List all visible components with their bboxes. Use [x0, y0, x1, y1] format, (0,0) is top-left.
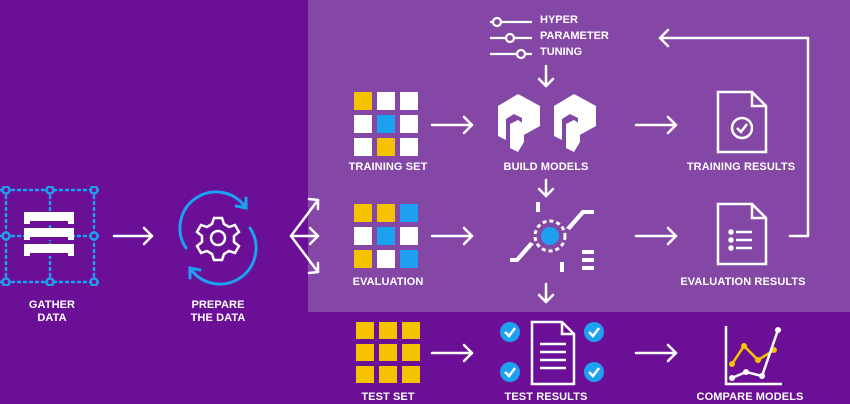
gather-label-line1: GATHER — [28, 299, 76, 311]
sliders-icon — [490, 16, 532, 60]
arrow-tuning-down — [537, 64, 555, 88]
training-grid-icon — [354, 92, 418, 156]
arrow-training-set-to-build — [430, 115, 474, 135]
gear-cycle-icon — [178, 190, 258, 286]
arrow-split — [289, 197, 320, 275]
compare-models-label: COMPARE MODELS — [696, 391, 804, 403]
prepare-label-line1: PREPARE — [191, 299, 245, 311]
evaluation-label: EVALUATION — [352, 276, 424, 288]
feedback-loop-arrow — [658, 28, 810, 238]
test-set-label: TEST SET — [361, 391, 415, 403]
test-results-label: TEST RESULTS — [504, 391, 588, 403]
arrow-hub-down — [537, 282, 555, 304]
gather-label-line2: DATA — [37, 312, 67, 324]
arrow-gather-to-prepare — [112, 226, 154, 246]
arrow-results-to-compare — [634, 343, 678, 363]
models-icon — [498, 94, 596, 152]
test-results-icon — [500, 320, 604, 386]
arrow-hub-to-evaluation-results — [634, 226, 678, 246]
arrow-evaluation-to-hub — [430, 226, 474, 246]
evaluation-hub-icon — [510, 202, 594, 272]
document-list-icon — [716, 202, 768, 266]
training-results-label: TRAINING RESULTS — [686, 161, 796, 173]
evaluation-grid-icon — [354, 204, 418, 268]
document-check-icon — [716, 90, 768, 154]
tuning-line-1: HYPER — [540, 14, 578, 26]
evaluation-results-label: EVALUATION RESULTS — [680, 276, 806, 288]
training-set-label: TRAINING SET — [348, 161, 428, 173]
arrow-build-to-training-results — [634, 115, 678, 135]
tuning-line-3: TUNING — [540, 46, 583, 58]
arrow-test-set-to-results — [430, 343, 474, 363]
test-grid-icon — [356, 322, 420, 383]
highlight-panel — [308, 0, 850, 312]
tuning-line-2: PARAMETER — [540, 30, 609, 42]
build-models-label: BUILD MODELS — [503, 161, 589, 173]
line-chart-icon — [724, 326, 782, 386]
prepare-label-line2: THE DATA — [190, 312, 246, 324]
server-grid-icon — [0, 186, 102, 286]
arrow-build-down — [537, 178, 555, 198]
